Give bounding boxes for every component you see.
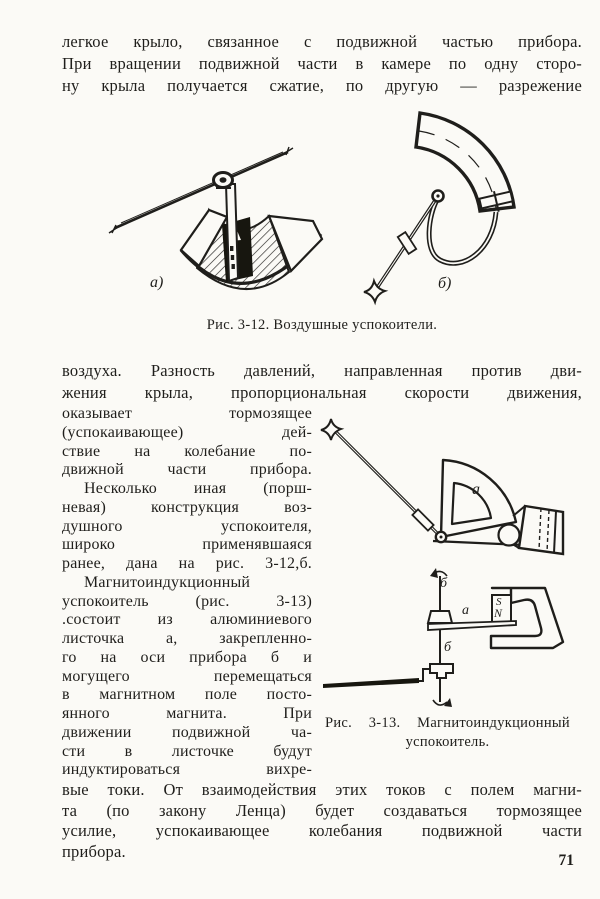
text-line: успокоитель (рис. 3-13) (62, 592, 312, 610)
text-line: Магнитоиндукционный (84, 573, 251, 591)
text-line: душного успокоителя, (62, 517, 312, 535)
paragraph-top: легкое крыло, связанное с подвижной част… (62, 31, 582, 97)
text-line: го на оси прибора б и (62, 648, 312, 666)
figure-3-13-sector-label: а (472, 481, 480, 498)
figure-3-12a-label: а) (150, 274, 164, 291)
text-line: могущего перемещаться (62, 667, 312, 685)
text-line: ну крыла получается сжатие, по другую — … (62, 76, 582, 95)
magnet-south-pole-label: S (496, 596, 502, 608)
text-line: ранее, дана на рис. 3-12,б. (62, 555, 312, 572)
text-line: янного магнита. При (62, 705, 312, 722)
text-line: При вращении подвижной части в камере по… (62, 54, 582, 73)
figure-3-12-caption: Рис. 3-12. Воздушные успокоители. (206, 317, 438, 333)
magnet-damper-drawing (323, 568, 565, 707)
figure-3-13-upper-drawing (320, 418, 565, 556)
figure-3-13-axis-mid-label: б (444, 640, 452, 655)
text-line: воздуха. Разность давлений, направленная… (62, 361, 582, 380)
text-line: индуктироваться вихре- (62, 761, 312, 779)
text-line: листочка а, закрепленно- (62, 630, 312, 647)
text-line: в магнитном поле посто- (62, 686, 312, 704)
vane-air-damper-drawing (108, 146, 324, 291)
paragraph-bottom: вые токи. От взаимодействия этих токов с… (62, 780, 582, 862)
piston-air-damper-drawing (363, 111, 516, 306)
text-line: усилие, успокаивающее колебания подвижно… (62, 821, 582, 840)
text-line: невая) конструкция воз- (62, 498, 312, 516)
text-line: (успокаивающее) дей- (62, 423, 312, 441)
figure-3-12b-label: б) (438, 275, 452, 292)
text-line: движении подвижной ча- (62, 723, 312, 741)
figure-3-13-lower-drawing (323, 568, 565, 707)
figure-3-13-leaf-label: а (462, 603, 469, 618)
text-line: ствие на колебание по- (62, 442, 312, 460)
figure-3-13-axis-top-label: б (440, 576, 448, 591)
caption-line: успокоитель. (405, 734, 490, 750)
text-line: оказывает тормозящее (62, 405, 312, 422)
paragraph-left-column: оказывает тормозящее (успокаивающее) дей… (62, 405, 312, 780)
text-line: .состоит из алюминиевого (62, 611, 312, 629)
paragraph-middle: воздуха. Разность давлений, направленная… (62, 360, 582, 404)
text-line: вые токи. От взаимодействия этих токов с… (62, 780, 582, 799)
text-line: движной части прибора. (62, 461, 312, 479)
text-line: сти в листочке будут (62, 742, 312, 760)
text-line: прибора. (62, 841, 126, 861)
sector-damper-drawing (320, 418, 565, 556)
text-line: легкое крыло, связанное с подвижной част… (62, 32, 582, 51)
page-number: 71 (558, 852, 575, 869)
text-line: та (по закону Ленца) будет создаваться т… (62, 800, 582, 820)
text-line: Несколько иная (порш- (84, 480, 312, 497)
text-line: жения крыла, пропорциональная скорости д… (62, 383, 582, 402)
caption-line: Рис. 3-13. Магнитоиндукционный (325, 715, 570, 731)
figure-3-12-drawing (108, 111, 516, 306)
figure-3-13-caption: Рис. 3-13. Магнитоиндукционный успокоите… (325, 714, 570, 752)
magnet-north-pole-label: N (494, 606, 503, 620)
text-line: широко применявшаяся (62, 536, 312, 554)
